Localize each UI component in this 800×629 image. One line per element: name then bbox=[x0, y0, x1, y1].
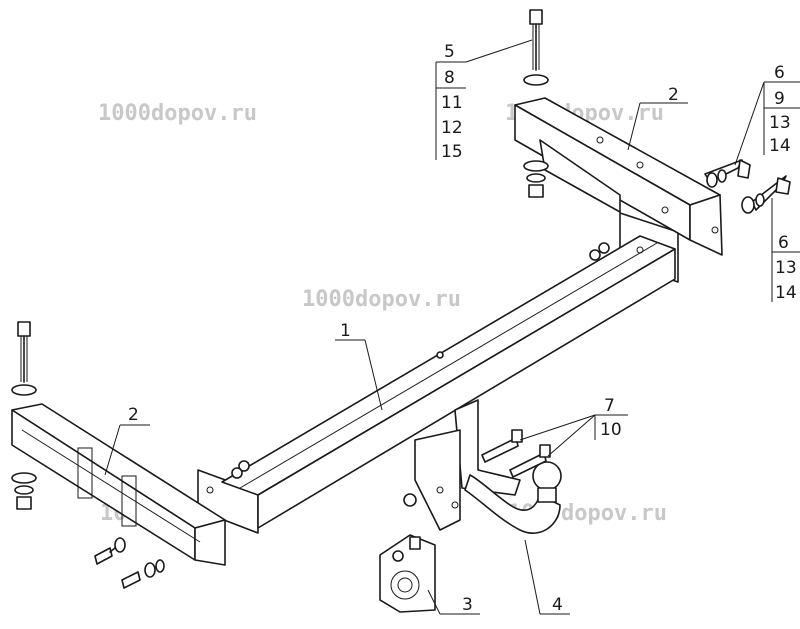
callout-14-upper: 14 bbox=[769, 136, 791, 156]
callout-11: 11 bbox=[441, 93, 463, 113]
callout-13-lower: 13 bbox=[775, 258, 797, 278]
callout-6-lower: 6 bbox=[778, 233, 789, 253]
ball-mount bbox=[403, 399, 562, 534]
bracket-left bbox=[11, 403, 226, 566]
bolts-left bbox=[94, 537, 165, 589]
socket-plate-body bbox=[379, 534, 436, 613]
bolt-stack-left bbox=[11, 321, 37, 510]
callout-labels: 5 8 11 12 15 2 6 9 13 14 6 13 14 1 2 7 1… bbox=[128, 42, 797, 615]
bracket-right-end bbox=[689, 194, 723, 256]
callout-7: 7 bbox=[604, 396, 615, 416]
callout-9: 9 bbox=[774, 89, 785, 109]
ball-mount-bracket bbox=[454, 399, 521, 496]
callout-8: 8 bbox=[444, 68, 455, 88]
callout-15: 15 bbox=[441, 142, 463, 162]
beam-front-face bbox=[257, 248, 676, 529]
watermark-1: 1000dopov.ru bbox=[98, 101, 257, 126]
bolt-stack-top bbox=[523, 9, 549, 198]
main-beam bbox=[197, 212, 679, 534]
callout-3: 3 bbox=[462, 595, 473, 615]
beam-nuts bbox=[231, 242, 610, 479]
callout-4: 4 bbox=[552, 595, 563, 615]
callout-10: 10 bbox=[600, 420, 622, 440]
callout-5: 5 bbox=[444, 42, 455, 62]
callout-14-lower: 14 bbox=[775, 283, 797, 303]
callout-2-left: 2 bbox=[128, 405, 139, 425]
ball-mount-plate bbox=[414, 429, 461, 531]
ball-mount-arm bbox=[464, 474, 561, 534]
bracket-right-web bbox=[539, 139, 621, 213]
tow-ball bbox=[532, 461, 562, 491]
bolts-right bbox=[704, 159, 791, 214]
leader-lines bbox=[104, 39, 800, 615]
socket-plate bbox=[379, 534, 436, 613]
watermark-3: 1000dopov.ru bbox=[302, 287, 461, 312]
callout-13-upper: 13 bbox=[769, 113, 791, 133]
callout-1: 1 bbox=[340, 321, 351, 341]
callout-6-upper: 6 bbox=[774, 63, 785, 83]
bracket-left-end bbox=[194, 519, 226, 566]
callout-12: 12 bbox=[441, 118, 463, 138]
callout-2-right: 2 bbox=[668, 85, 679, 105]
bracket-right bbox=[514, 97, 723, 256]
